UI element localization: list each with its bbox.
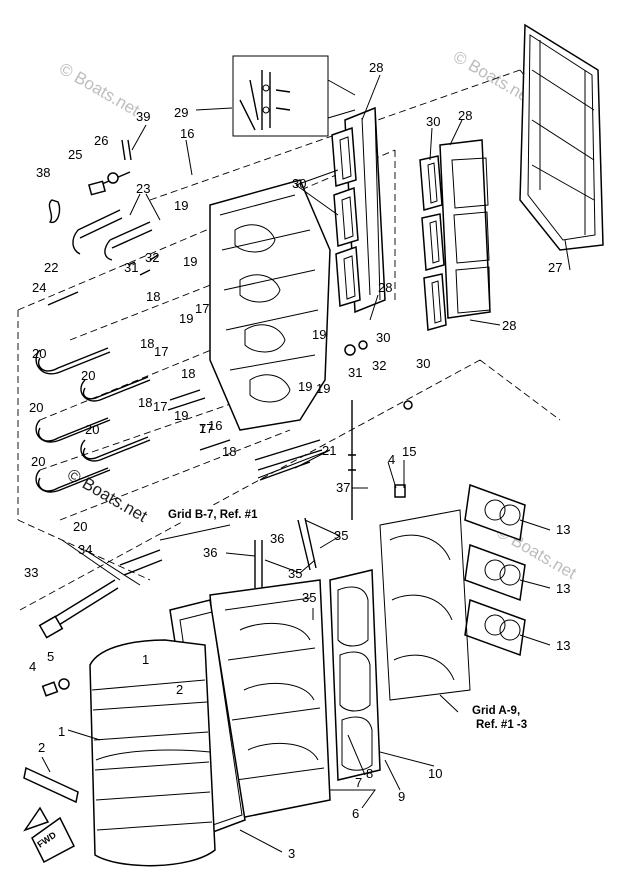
callout-39: 39 <box>136 109 150 124</box>
callout-26: 26 <box>94 133 108 148</box>
callout-20d: 20 <box>85 422 99 437</box>
callout-19g: 19 <box>174 408 188 423</box>
detail-inset <box>232 55 356 137</box>
callout-2b: 2 <box>176 682 183 697</box>
callout-24: 24 <box>32 280 46 295</box>
callout-18d: 18 <box>138 395 152 410</box>
callout-15: 15 <box>402 444 416 459</box>
callout-34: 34 <box>78 542 92 557</box>
callout-38: 38 <box>36 165 50 180</box>
callout-17b: 17 <box>154 344 168 359</box>
throttle-plates-13 <box>464 483 526 657</box>
callout-19e: 19 <box>298 379 312 394</box>
fwd-arrow <box>23 806 75 864</box>
assembly-boundary <box>17 69 561 611</box>
gasket-plate-27 <box>519 23 604 251</box>
callout-13c: 13 <box>556 638 570 653</box>
callout-6: 6 <box>352 806 359 821</box>
callout-1: 1 <box>58 724 65 739</box>
callout-35b: 35 <box>288 566 302 581</box>
callout-3: 3 <box>288 846 295 861</box>
callout-31a: 31 <box>124 260 138 275</box>
watermark-top-left: © Boats.net <box>56 59 143 120</box>
watermark-middle: © Boats.net <box>64 465 151 526</box>
callout-17c: 17 <box>153 399 167 414</box>
callout-16: 16 <box>180 126 194 141</box>
callout-23: 23 <box>136 181 150 196</box>
callout-1b: 1 <box>142 652 149 667</box>
callout-19b: 19 <box>183 254 197 269</box>
callout-18b: 18 <box>140 336 154 351</box>
note-grid-a9-line1: Grid A-9, <box>472 705 520 717</box>
callout-36b: 36 <box>270 531 284 546</box>
callout-13b: 13 <box>556 581 570 596</box>
callout-28b: 28 <box>458 108 472 123</box>
callout-18c: 18 <box>181 366 195 381</box>
callout-7b: 7 <box>199 421 206 436</box>
callout-20b: 20 <box>81 368 95 383</box>
callout-16b: 16 <box>208 418 222 433</box>
grid-reference-notes: Grid B-7, Ref. #1 Grid A-9, Ref. #1 -3 <box>166 505 527 731</box>
callout-17a: 17 <box>195 301 209 316</box>
callout-31b: 31 <box>348 365 362 380</box>
callout-7: 7 <box>355 775 362 790</box>
callout-32a: 32 <box>145 250 159 265</box>
callout-30d: 30 <box>416 356 430 371</box>
callout-37: 37 <box>336 480 350 495</box>
callout-30b: 30 <box>292 176 306 191</box>
callout-19d: 19 <box>312 327 326 342</box>
callout-10: 10 <box>428 766 442 781</box>
callout-20f: 20 <box>73 519 87 534</box>
callout-20c: 20 <box>29 400 43 415</box>
callout-9: 9 <box>398 789 405 804</box>
gasket-plate-10 <box>329 569 381 781</box>
callout-35c: 35 <box>302 590 316 605</box>
callout-33: 33 <box>24 565 38 580</box>
callout-35a: 35 <box>334 528 348 543</box>
callout-22: 22 <box>44 260 58 275</box>
misc-left-parts <box>23 549 163 804</box>
callout-21: 21 <box>322 443 336 458</box>
callout-19f: 19 <box>316 381 330 396</box>
reed-valve-lower <box>419 139 491 331</box>
callout-4: 4 <box>29 659 36 674</box>
callout-20e: 20 <box>31 454 45 469</box>
callout-8: 8 <box>366 766 373 781</box>
note-grid-a9-line2: Ref. #1 -3 <box>476 719 527 731</box>
callout-17d: 17 <box>199 421 213 436</box>
callout-28c: 28 <box>378 280 392 295</box>
callout-28a: 28 <box>369 60 383 75</box>
callout-19a: 19 <box>174 198 188 213</box>
callout-29: 29 <box>174 105 188 120</box>
callout-2: 2 <box>38 740 45 755</box>
callout-4b: 4 <box>388 452 395 467</box>
callout-20a: 20 <box>32 346 46 361</box>
carburetor-outline <box>379 509 471 701</box>
callout-30a: 30 <box>426 114 440 129</box>
callout-13a: 13 <box>556 522 570 537</box>
silencer-cover-1 <box>89 639 216 867</box>
callout-36a: 36 <box>203 545 217 560</box>
callout-32b: 32 <box>372 358 386 373</box>
callout-5: 5 <box>47 649 54 664</box>
callout-18a: 18 <box>146 289 160 304</box>
callout-19c: 19 <box>179 311 193 326</box>
intake-cover-plate <box>209 579 331 821</box>
note-grid-b7: Grid B-7, Ref. #1 <box>168 509 258 521</box>
callout-28d: 28 <box>502 318 516 333</box>
leader-lines <box>41 74 571 853</box>
callout-30c: 30 <box>376 330 390 345</box>
callout-25: 25 <box>68 147 82 162</box>
callout-numbers: 1 1 2 2 3 4 4 5 6 7 7 8 9 10 13 13 13 15… <box>24 60 570 861</box>
callout-18e: 18 <box>222 444 236 459</box>
callout-27: 27 <box>548 260 562 275</box>
